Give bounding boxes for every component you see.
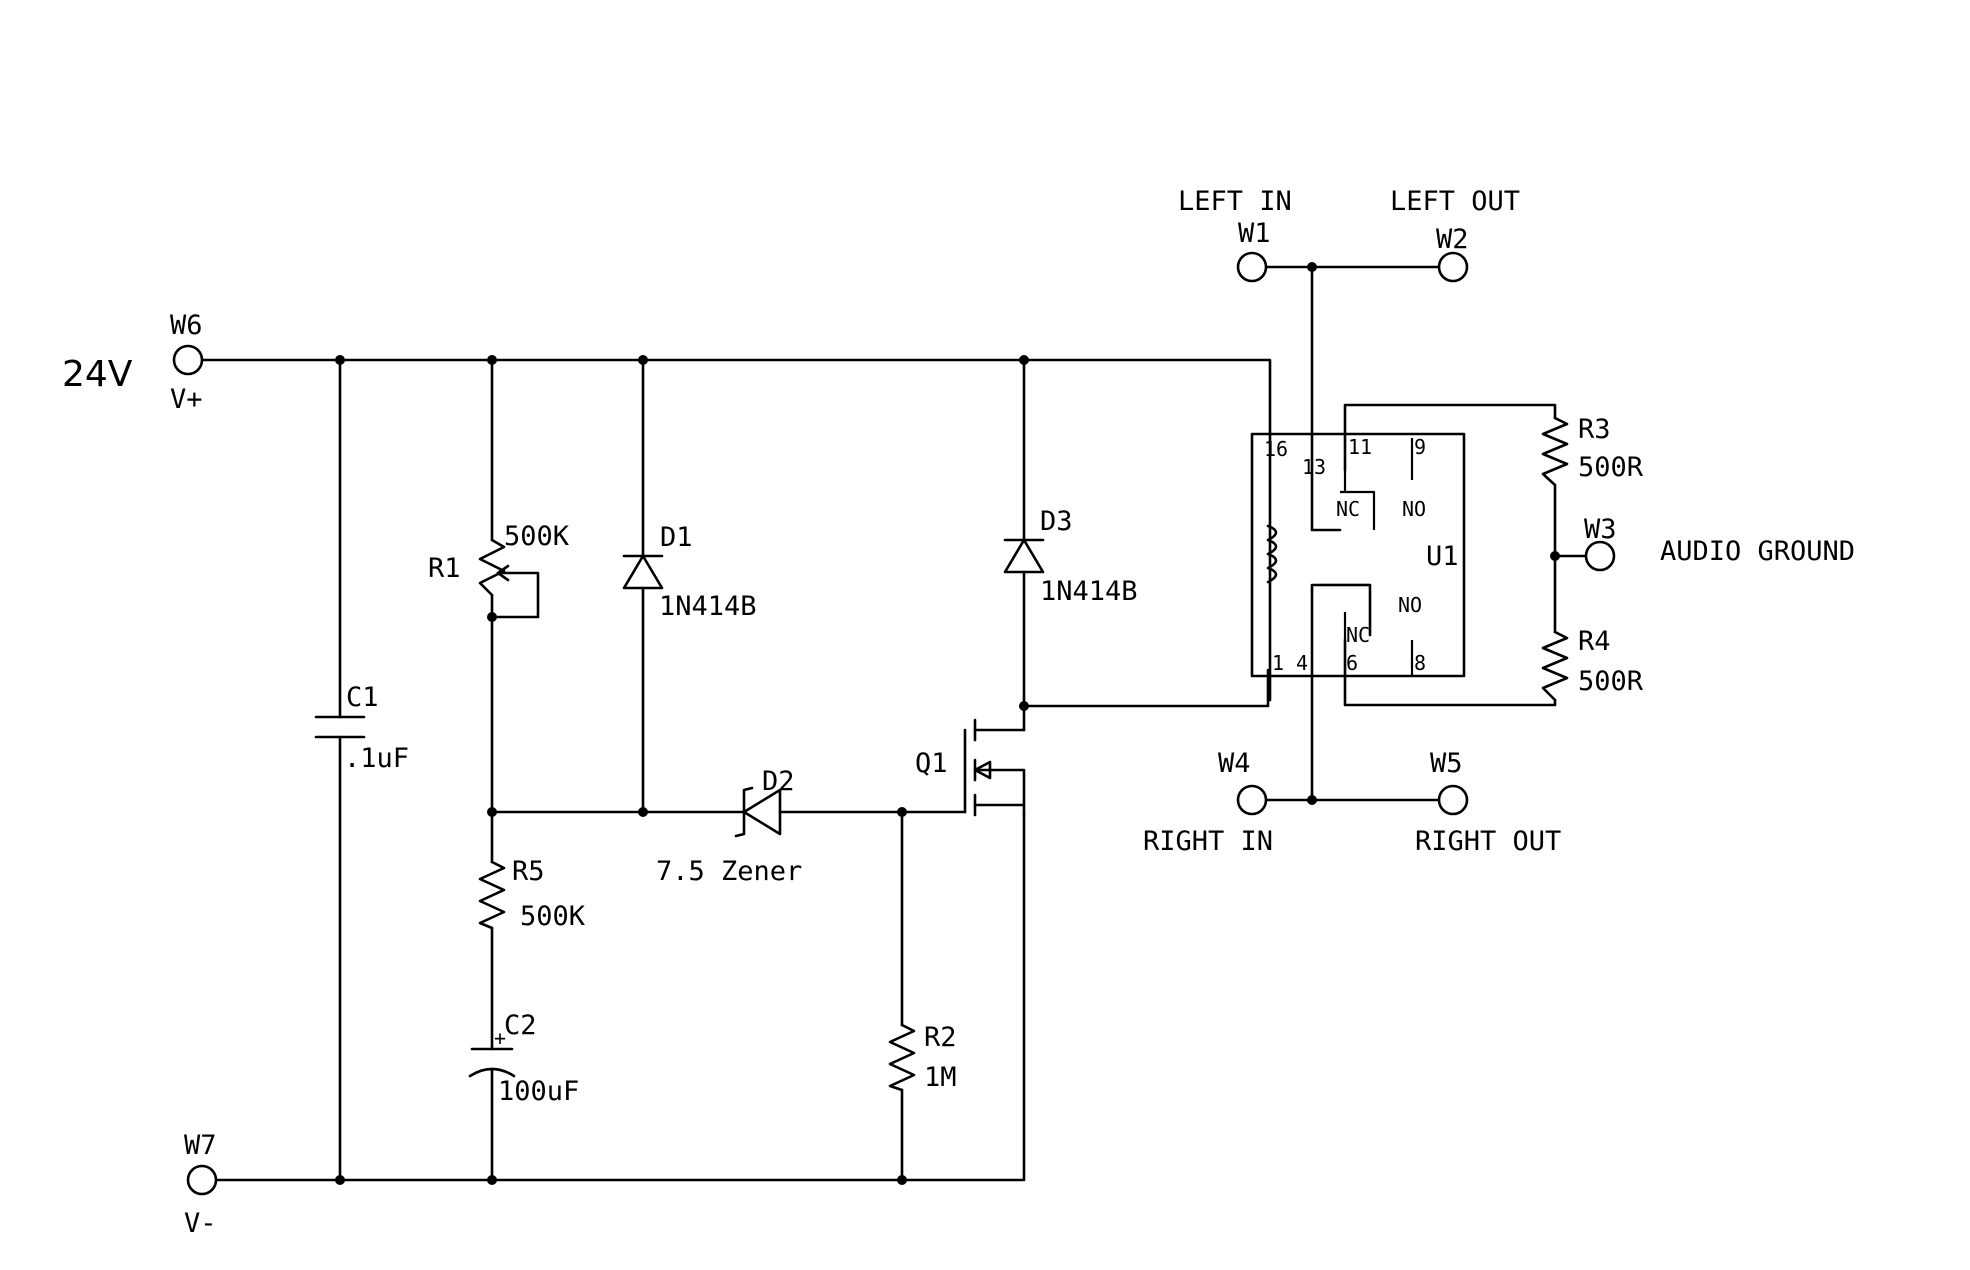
terminal-w5[interactable] [1437,784,1469,816]
relay-pin-1: 1 [1272,651,1284,675]
r5-value: 500K [520,901,586,932]
d2-value: 7.5 Zener [656,856,802,887]
c2-polarity: + [494,1026,506,1050]
junction [487,355,497,365]
relay-contact-no-top: NO [1402,497,1426,521]
junction [1019,355,1029,365]
relay-contact-no-bottom: NO [1398,593,1422,617]
r1-value: 500K [504,521,570,552]
relay-pin-16: 16 [1264,437,1288,461]
w6-label: W6 [170,310,203,341]
resistor-r5-symbol [478,860,506,930]
wire-right-audio [1263,583,1442,802]
c2-ref: C2 [504,1010,537,1041]
r3-ref: R3 [1578,414,1611,445]
audio-ground-label: AUDIO GROUND [1660,536,1855,567]
vminus-label: V- [184,1208,217,1239]
terminal-w2[interactable] [1437,251,1469,283]
d3-ref: D3 [1040,506,1073,537]
mosfet-q1-symbol [963,718,992,817]
wire-left-audio [1263,265,1442,532]
wire-q1-leads [973,728,1026,817]
relay-pin-11: 11 [1348,435,1372,459]
terminal-w1[interactable] [1236,251,1268,283]
r4-ref: R4 [1578,626,1611,657]
q1-ref: Q1 [915,748,948,779]
c1-value: .1uF [344,743,409,774]
junction [897,1175,907,1185]
vplus-label: V+ [170,384,203,415]
relay-pin-13: 13 [1302,455,1326,479]
diode-d1-symbol [622,554,664,590]
wire-r1-wiper [490,571,540,619]
junction [638,355,648,365]
terminals [172,251,1616,1196]
terminal-w7[interactable] [186,1164,218,1196]
wire-vplus-rail [200,358,1272,702]
relay-pin-9: 9 [1414,435,1426,459]
d2-ref: D2 [762,766,795,797]
right-out-label: RIGHT OUT [1415,826,1561,857]
r5-ref: R5 [512,856,545,887]
potentiometer-r1-symbol [478,538,510,597]
w7-label: W7 [184,1130,217,1161]
relay-pin-4: 4 [1296,651,1308,675]
junction [487,612,497,622]
supply-voltage-label: 24V [62,354,133,395]
u1-ref: U1 [1426,541,1459,572]
junction [1307,262,1317,272]
w5-label: W5 [1430,748,1463,779]
r2-value: 1M [924,1062,957,1093]
relay-pin-8: 8 [1414,651,1426,675]
capacitor-c1-symbol [314,715,366,739]
relay-contact-nc-bottom: NC [1346,623,1370,647]
w2-label: W2 [1436,224,1469,255]
relay-u1-symbol [1250,432,1466,678]
labels: 24V W6 V+ W7 V- C1 .1uF R1 500K D1 1N414… [62,186,1855,1239]
diode-d3-symbol [1003,538,1045,574]
junction [638,807,648,817]
terminal-w3[interactable] [1584,540,1616,572]
d1-value: 1N414B [659,591,757,622]
left-in-label: LEFT IN [1178,186,1292,217]
resistor-r2-symbol [888,1023,916,1092]
wire-vminus-rail [214,813,1026,1182]
d1-ref: D1 [660,522,693,553]
c1-ref: C1 [346,682,379,713]
junctions [335,262,1560,1185]
junction [897,807,907,817]
junction [487,807,497,817]
right-in-label: RIGHT IN [1143,826,1273,857]
zener-diode-d2-symbol [734,786,782,838]
d3-value: 1N414B [1040,576,1138,607]
relay-pin-6: 6 [1346,651,1358,675]
capacitor-c2-symbol [468,1047,516,1078]
junction [1550,551,1560,561]
junction [335,1175,345,1185]
w1-label: W1 [1238,218,1271,249]
r2-ref: R2 [924,1022,957,1053]
w3-label: W3 [1584,514,1617,545]
c2-value: 100uF [498,1076,579,1107]
wires [200,265,1587,1182]
w4-label: W4 [1218,748,1251,779]
r3-value: 500R [1578,452,1644,483]
r4-value: 500R [1578,666,1644,697]
junction [1307,795,1317,805]
resistor-r4-symbol [1541,630,1569,702]
junction [1019,701,1029,711]
relay-contact-nc-top: NC [1336,497,1360,521]
left-out-label: LEFT OUT [1390,186,1520,217]
resistor-r3-symbol [1541,416,1569,487]
junction [335,355,345,365]
r1-ref: R1 [428,553,461,584]
wire-d3 [1022,358,1270,732]
terminal-w4[interactable] [1236,784,1268,816]
terminal-w6[interactable] [172,344,204,376]
junction [487,1175,497,1185]
